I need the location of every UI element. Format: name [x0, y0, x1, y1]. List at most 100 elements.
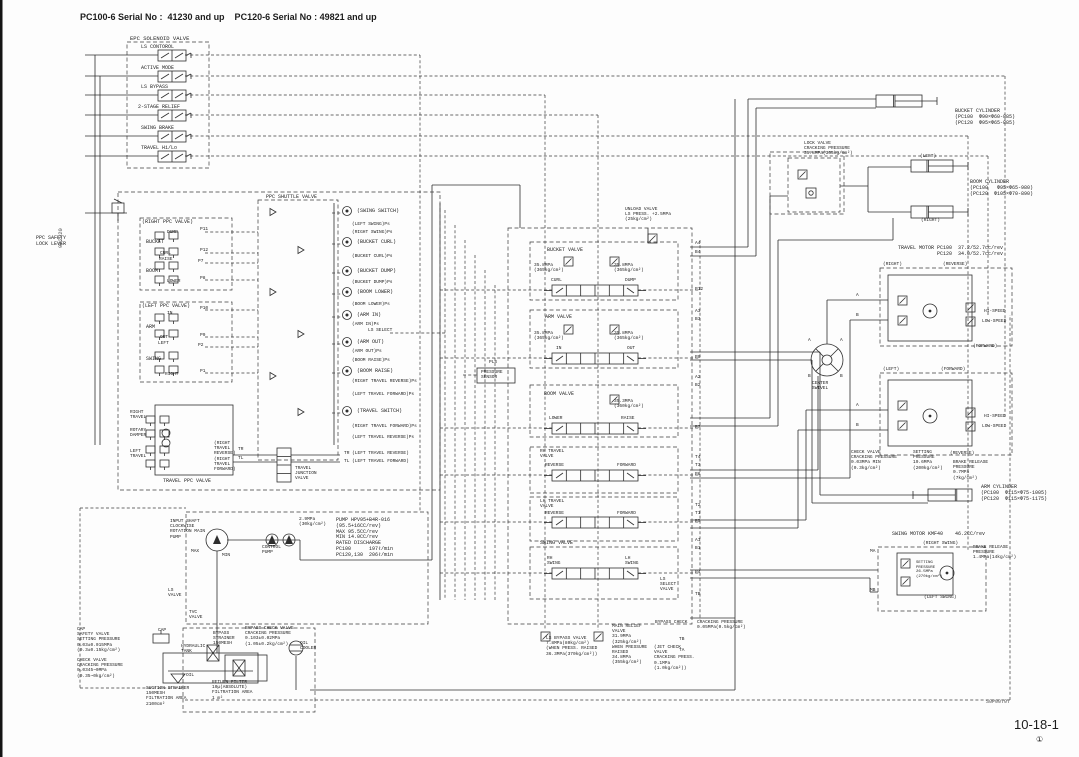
diagram-label: B4: [695, 250, 701, 255]
return-filter-spec: RETURN FILTER 10μ(ABSOLUTE) FILTRATION A…: [212, 680, 253, 701]
hydraulic-line: [565, 326, 572, 333]
diagram-label: BYPASS CHECK: [655, 620, 688, 625]
hydraulic-line: [555, 425, 564, 432]
swing-setting-pressure-spec: SETTING PRESSURE 26.5MPa (270kg/cm²): [916, 561, 943, 579]
diagram-label: (SWING SWITCH): [357, 208, 400, 214]
hydraulic-line: [902, 560, 909, 567]
diagram-label: TL: [238, 456, 244, 461]
component-box: [529, 241, 679, 301]
hydraulic-line: [626, 519, 635, 526]
relief-valve: [609, 256, 620, 267]
travel-motor-left: [922, 408, 938, 424]
diagram-label: LH SWING: [625, 556, 639, 567]
suction-strainer-spec: SUCTION STRAINER 150MESH FILTRATION AREA…: [146, 686, 190, 707]
diagram-label: DUMP: [167, 230, 178, 235]
diagram-label: (RIGHT): [883, 262, 902, 267]
hydraulic-line: [555, 355, 564, 362]
diagram-label: LS SELECT: [368, 328, 393, 333]
diagram-label: TL (LEFT TRAVEL FORWARD): [344, 459, 409, 464]
diagram-label: (RIGHT): [921, 218, 940, 223]
bucket-valve-title: BUCKET VALVE: [547, 247, 584, 253]
diagram-label: (ARM OUT): [357, 339, 385, 345]
diagram-label: A1: [695, 538, 701, 543]
travel-ppc-valve-title: TRAVEL PPC VALVE: [163, 478, 212, 484]
lock-valve-spec: LOCK VALVE CRACKING PRESSURE 35.8MPa(365…: [804, 141, 853, 157]
relief-valve: [647, 233, 658, 244]
hydraulic-line: [174, 153, 184, 160]
relief-valve: [965, 302, 976, 313]
diagram-label: REVERSE: [545, 463, 564, 468]
diagram-label: (REVERSE): [943, 262, 968, 267]
shuttle-valve-symbol: [269, 207, 277, 217]
relief-valve: [593, 631, 604, 642]
boom-cylinder-spec: BOOM CYLINDER (PC100 Φ95×Φ65-980) (PC120…: [970, 179, 1034, 197]
component-box: [887, 274, 973, 342]
diagram-label: P2: [198, 343, 204, 348]
diagram-label: P12: [200, 248, 209, 253]
ppc-reducing-valve: [145, 459, 156, 468]
hydraulic-line: [626, 472, 635, 479]
relief-valve: [897, 420, 908, 431]
diagram-label: (BOOM RAISE)Ps: [352, 358, 390, 363]
relief-valve: [797, 169, 808, 180]
switch-dot: [345, 240, 349, 244]
diagram-label: P11: [200, 227, 209, 232]
hydraulic-line: [899, 402, 906, 409]
diagram-label: (BOOM LOWER)Ps: [352, 302, 390, 307]
swing-switch-icon: [342, 206, 352, 216]
serial-number-note: PC100-6 Serial No : 41230 and up PC120-6…: [80, 12, 377, 22]
diagram-label: A: [808, 338, 811, 343]
hydraulic-line: [185, 52, 192, 56]
pressure-sensor-label: PRESSURE SENSOR: [481, 370, 503, 381]
component-box: [162, 652, 259, 684]
boom-raise-switch-icon: [342, 366, 352, 376]
swing-motor-spec: SWING MOTOR KMF40 46.2CC/rev: [892, 531, 986, 537]
diagram-label: ROTARY DAMPER: [130, 428, 147, 439]
diagram-label: ARM: [146, 324, 156, 330]
bucket-dump-switch-icon: [342, 266, 352, 276]
ls-bypass-valve-spec: LS BYPASS VALVE 7.8MPa(80kg/cm²) (WHEN P…: [546, 636, 598, 657]
suction-strainer: [170, 673, 186, 684]
diagram-label: HI-SPEED: [984, 414, 1006, 419]
margin-code: 902020: [57, 228, 64, 248]
main-relief-valve-spec: MAIN RELIEF VALVE 31.9MPa (325kg/cm²) WH…: [612, 624, 648, 666]
hydraulic-line: [626, 287, 635, 294]
diagram-label: (FORWARD): [973, 344, 998, 349]
return-filter: [232, 659, 246, 677]
switch-dot: [345, 369, 349, 373]
diagram-label: A: [840, 338, 843, 343]
component-box: [126, 41, 210, 169]
hydraulic-line: [899, 317, 906, 324]
travel-motor-right: [922, 303, 938, 319]
hydraulic-line: [174, 52, 184, 59]
diagram-label: T1: [695, 511, 701, 516]
active-mode-label: ACTIVE MODE: [141, 65, 175, 71]
diagram-label: RIGHT: [165, 372, 179, 377]
diagram-label: A2: [695, 375, 701, 380]
ppc-reducing-valve: [159, 459, 170, 468]
hydraulic-line: [232, 659, 246, 677]
shuttle-valve-symbol: [269, 371, 277, 381]
diagram-label: (LEFT SWING)Ps: [352, 222, 390, 227]
component-box: [879, 372, 1013, 456]
diagram-label: LOWER: [549, 416, 563, 421]
component-box: [185, 511, 429, 625]
diagram-label: LEFT: [158, 341, 169, 346]
diagram-label: P8: [200, 276, 206, 281]
control-pump-2: [285, 535, 293, 544]
component-box: [529, 446, 679, 494]
hydraulic-line: [160, 112, 170, 119]
diagram-label: TB: [695, 592, 701, 597]
diagram-label: 35.3MPa (360kg/cm²): [614, 399, 644, 410]
diagram-label: TA: [679, 648, 685, 653]
diagram-label: CRACKING PRESSURE 0.05MPa(0.5kg/cm²): [697, 620, 746, 631]
hydraulic-line: [555, 287, 564, 294]
diagram-label: 35.8MPa (365kg/cm²): [614, 263, 644, 274]
diagram-label: T4: [695, 455, 701, 460]
diagram-label: MB: [870, 588, 876, 593]
component-box: [139, 301, 233, 383]
hydraulic-line: [595, 633, 602, 640]
component-box: [224, 654, 268, 682]
component-box: [529, 384, 679, 438]
